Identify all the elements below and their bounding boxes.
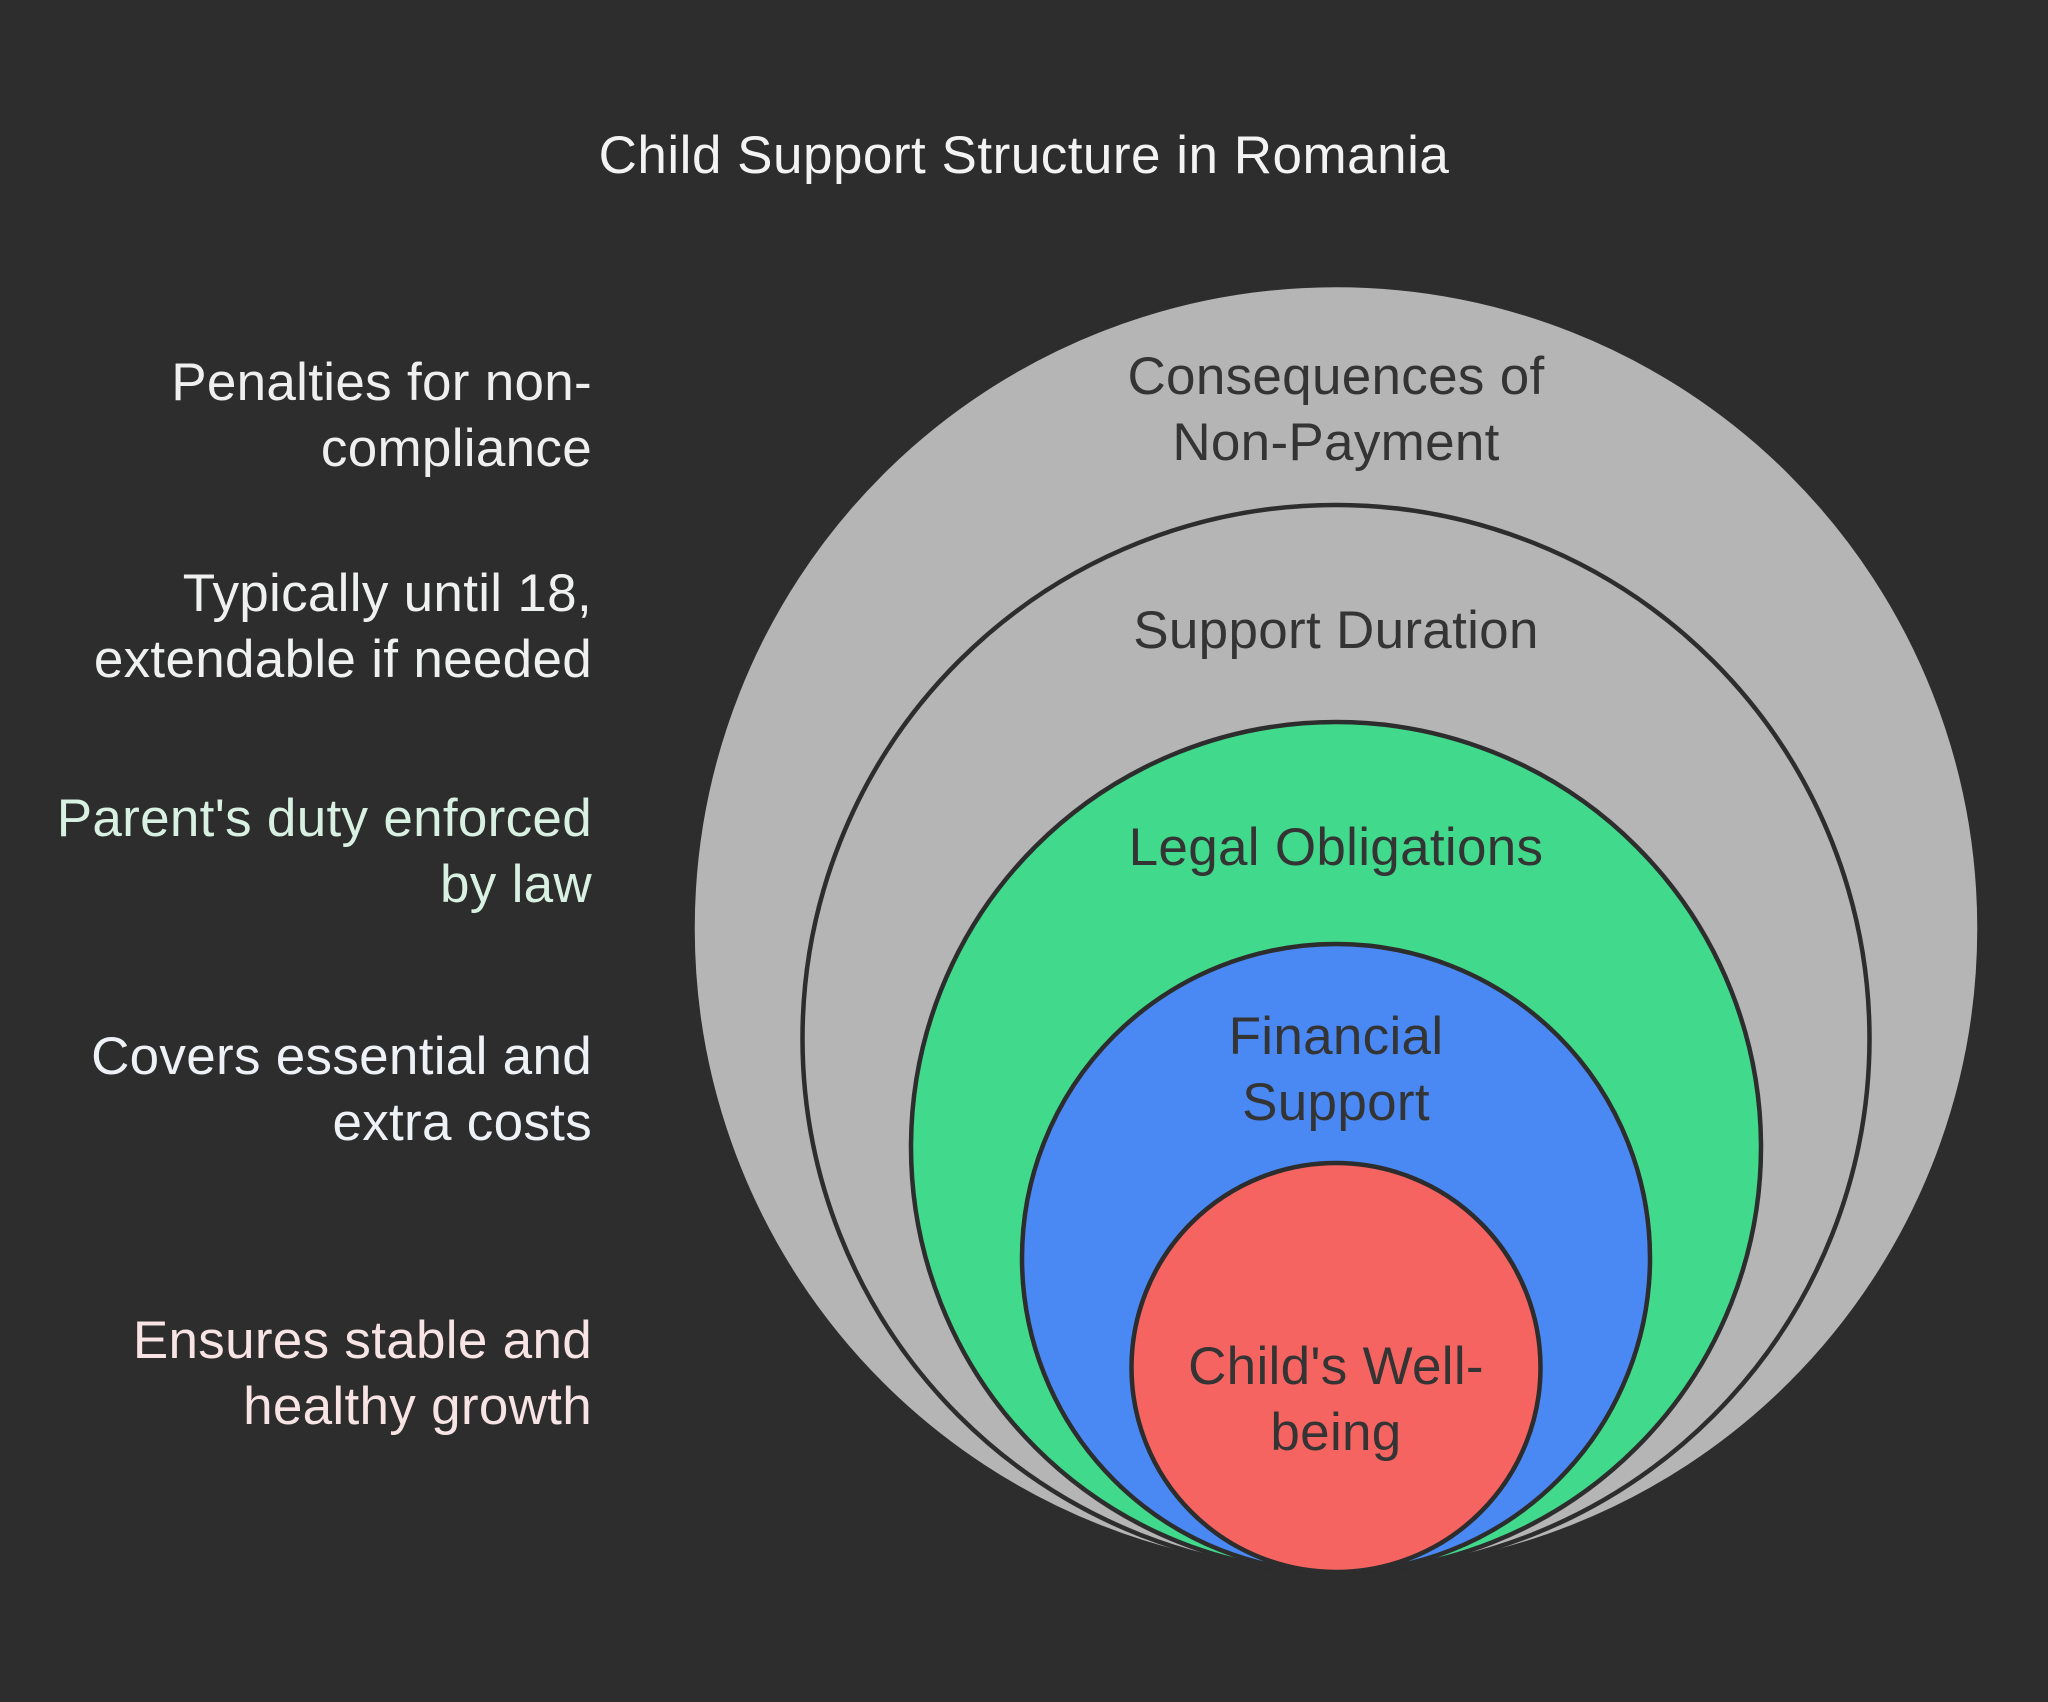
ring-label-childs-wellbeing: Child's Well-being <box>1188 1337 1484 1462</box>
diagram-title: Child Support Structure in Romania <box>598 126 1450 185</box>
ring-label-financial-support: Financial Support <box>1228 1007 1444 1132</box>
ring-circle-childs-wellbeing <box>1129 1160 1543 1575</box>
annotation-duration: Typically until 18, extendable if needed <box>93 564 592 689</box>
ring-label-support-duration: Support Duration <box>1133 601 1539 660</box>
annotation-costs: Covers essential and extra costs <box>91 1027 592 1152</box>
ring-label-consequences: Consequences of Non-Payment <box>1127 347 1545 472</box>
annotation-parents-duty: Parent's duty enforced by law <box>56 789 592 914</box>
annotation-penalties: Penalties for non-compliance <box>171 353 592 478</box>
ring-label-legal-obligations: Legal Obligations <box>1128 818 1544 877</box>
annotation-growth: Ensures stable and healthy growth <box>132 1311 592 1436</box>
